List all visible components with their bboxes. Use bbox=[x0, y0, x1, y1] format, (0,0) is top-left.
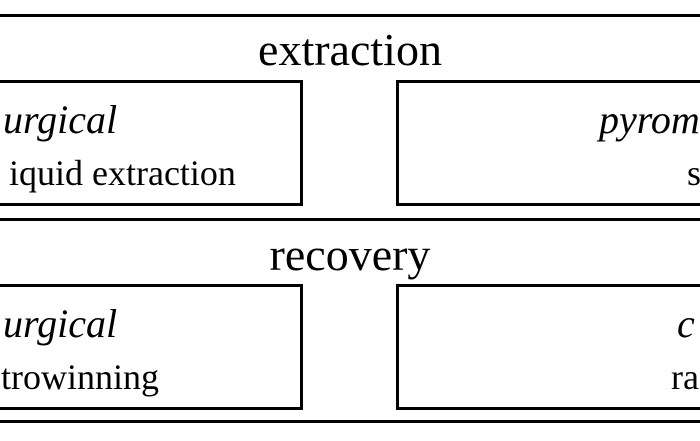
extraction-right-subtitle: s bbox=[687, 153, 700, 193]
extraction-hydrometallurgical-box: urgical iquid extraction bbox=[0, 80, 303, 206]
extraction-right-heading: pyrom bbox=[599, 97, 700, 142]
recovery-right-subtitle: ra bbox=[671, 357, 699, 397]
recovery-right-heading: c bbox=[677, 301, 695, 346]
recovery-right-box: c ra bbox=[396, 284, 700, 410]
extraction-left-subtitle: iquid extraction bbox=[9, 153, 236, 193]
recovery-hydrometallurgical-box: urgical trowinning bbox=[0, 284, 303, 410]
extraction-title: extraction bbox=[258, 24, 442, 75]
extraction-left-heading: urgical bbox=[3, 97, 118, 142]
recovery-left-heading: urgical bbox=[3, 301, 118, 346]
recovery-left-subtitle: trowinning bbox=[1, 357, 159, 397]
extraction-pyrometallurgical-box: pyrom s bbox=[396, 80, 700, 206]
recovery-title: recovery bbox=[269, 229, 431, 280]
